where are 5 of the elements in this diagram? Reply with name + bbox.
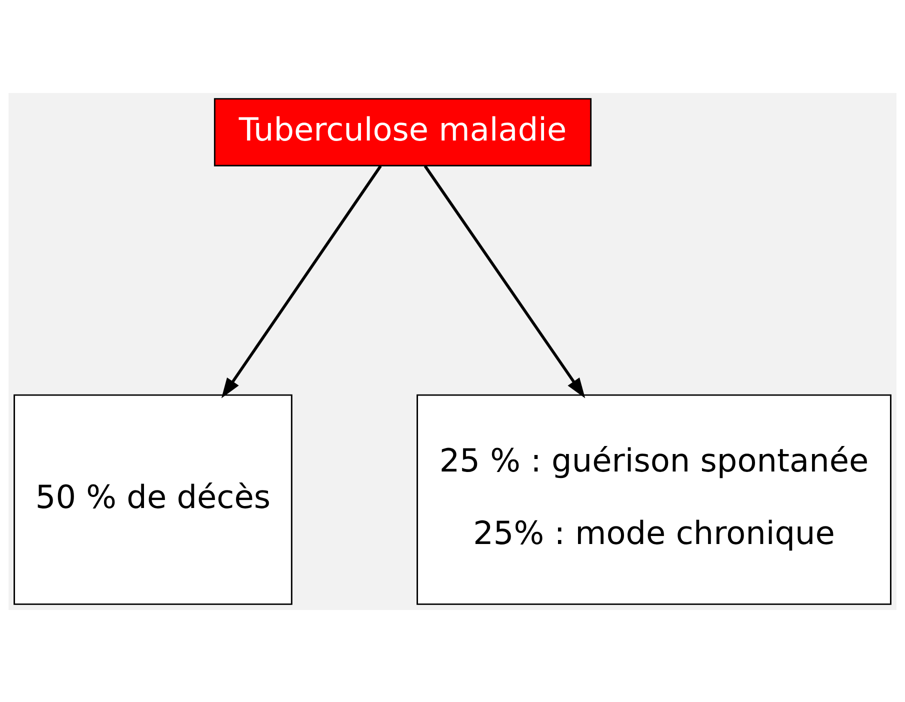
node-box: 50 % de décès (14, 394, 292, 604)
arrow (221, 164, 382, 398)
arrow (424, 164, 586, 398)
node-box: 25 % : guérison spontanée 25% : mode chronique (416, 394, 892, 604)
node-box: Tuberculose maladie (214, 98, 592, 166)
